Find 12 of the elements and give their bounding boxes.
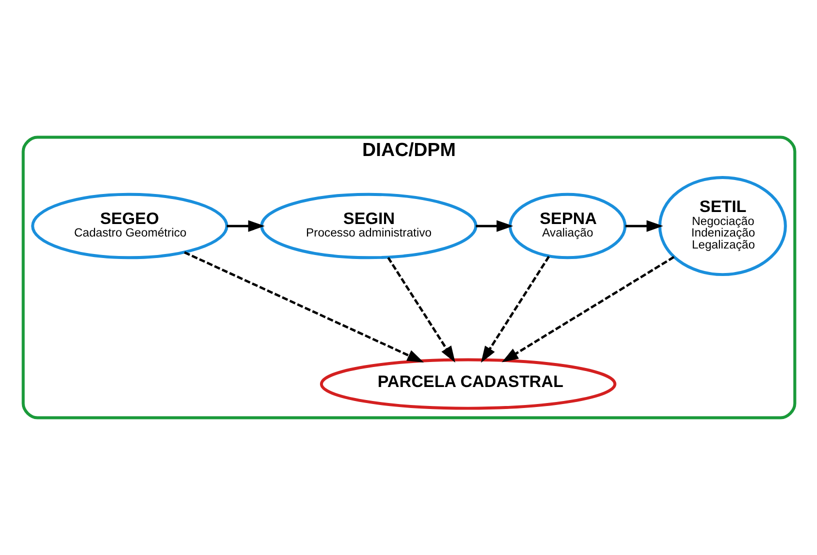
node-ellipse: SEPNA Avaliação [508,192,626,260]
arrow [480,256,550,363]
node-ellipse: SETIL Negociação Indenização Legalização [658,176,786,276]
node-ellipse: SEGEO Cadastro Geométrico [30,192,228,260]
arrow [386,256,455,363]
arrow [183,251,424,362]
arrow [501,256,674,362]
arrow [226,220,264,232]
arrow [475,220,513,232]
arrow [624,220,663,232]
node-ellipse: SEGIN Processo administrativo [260,192,477,260]
node-ellipse: PARCELA CADASTRAL [319,358,616,410]
